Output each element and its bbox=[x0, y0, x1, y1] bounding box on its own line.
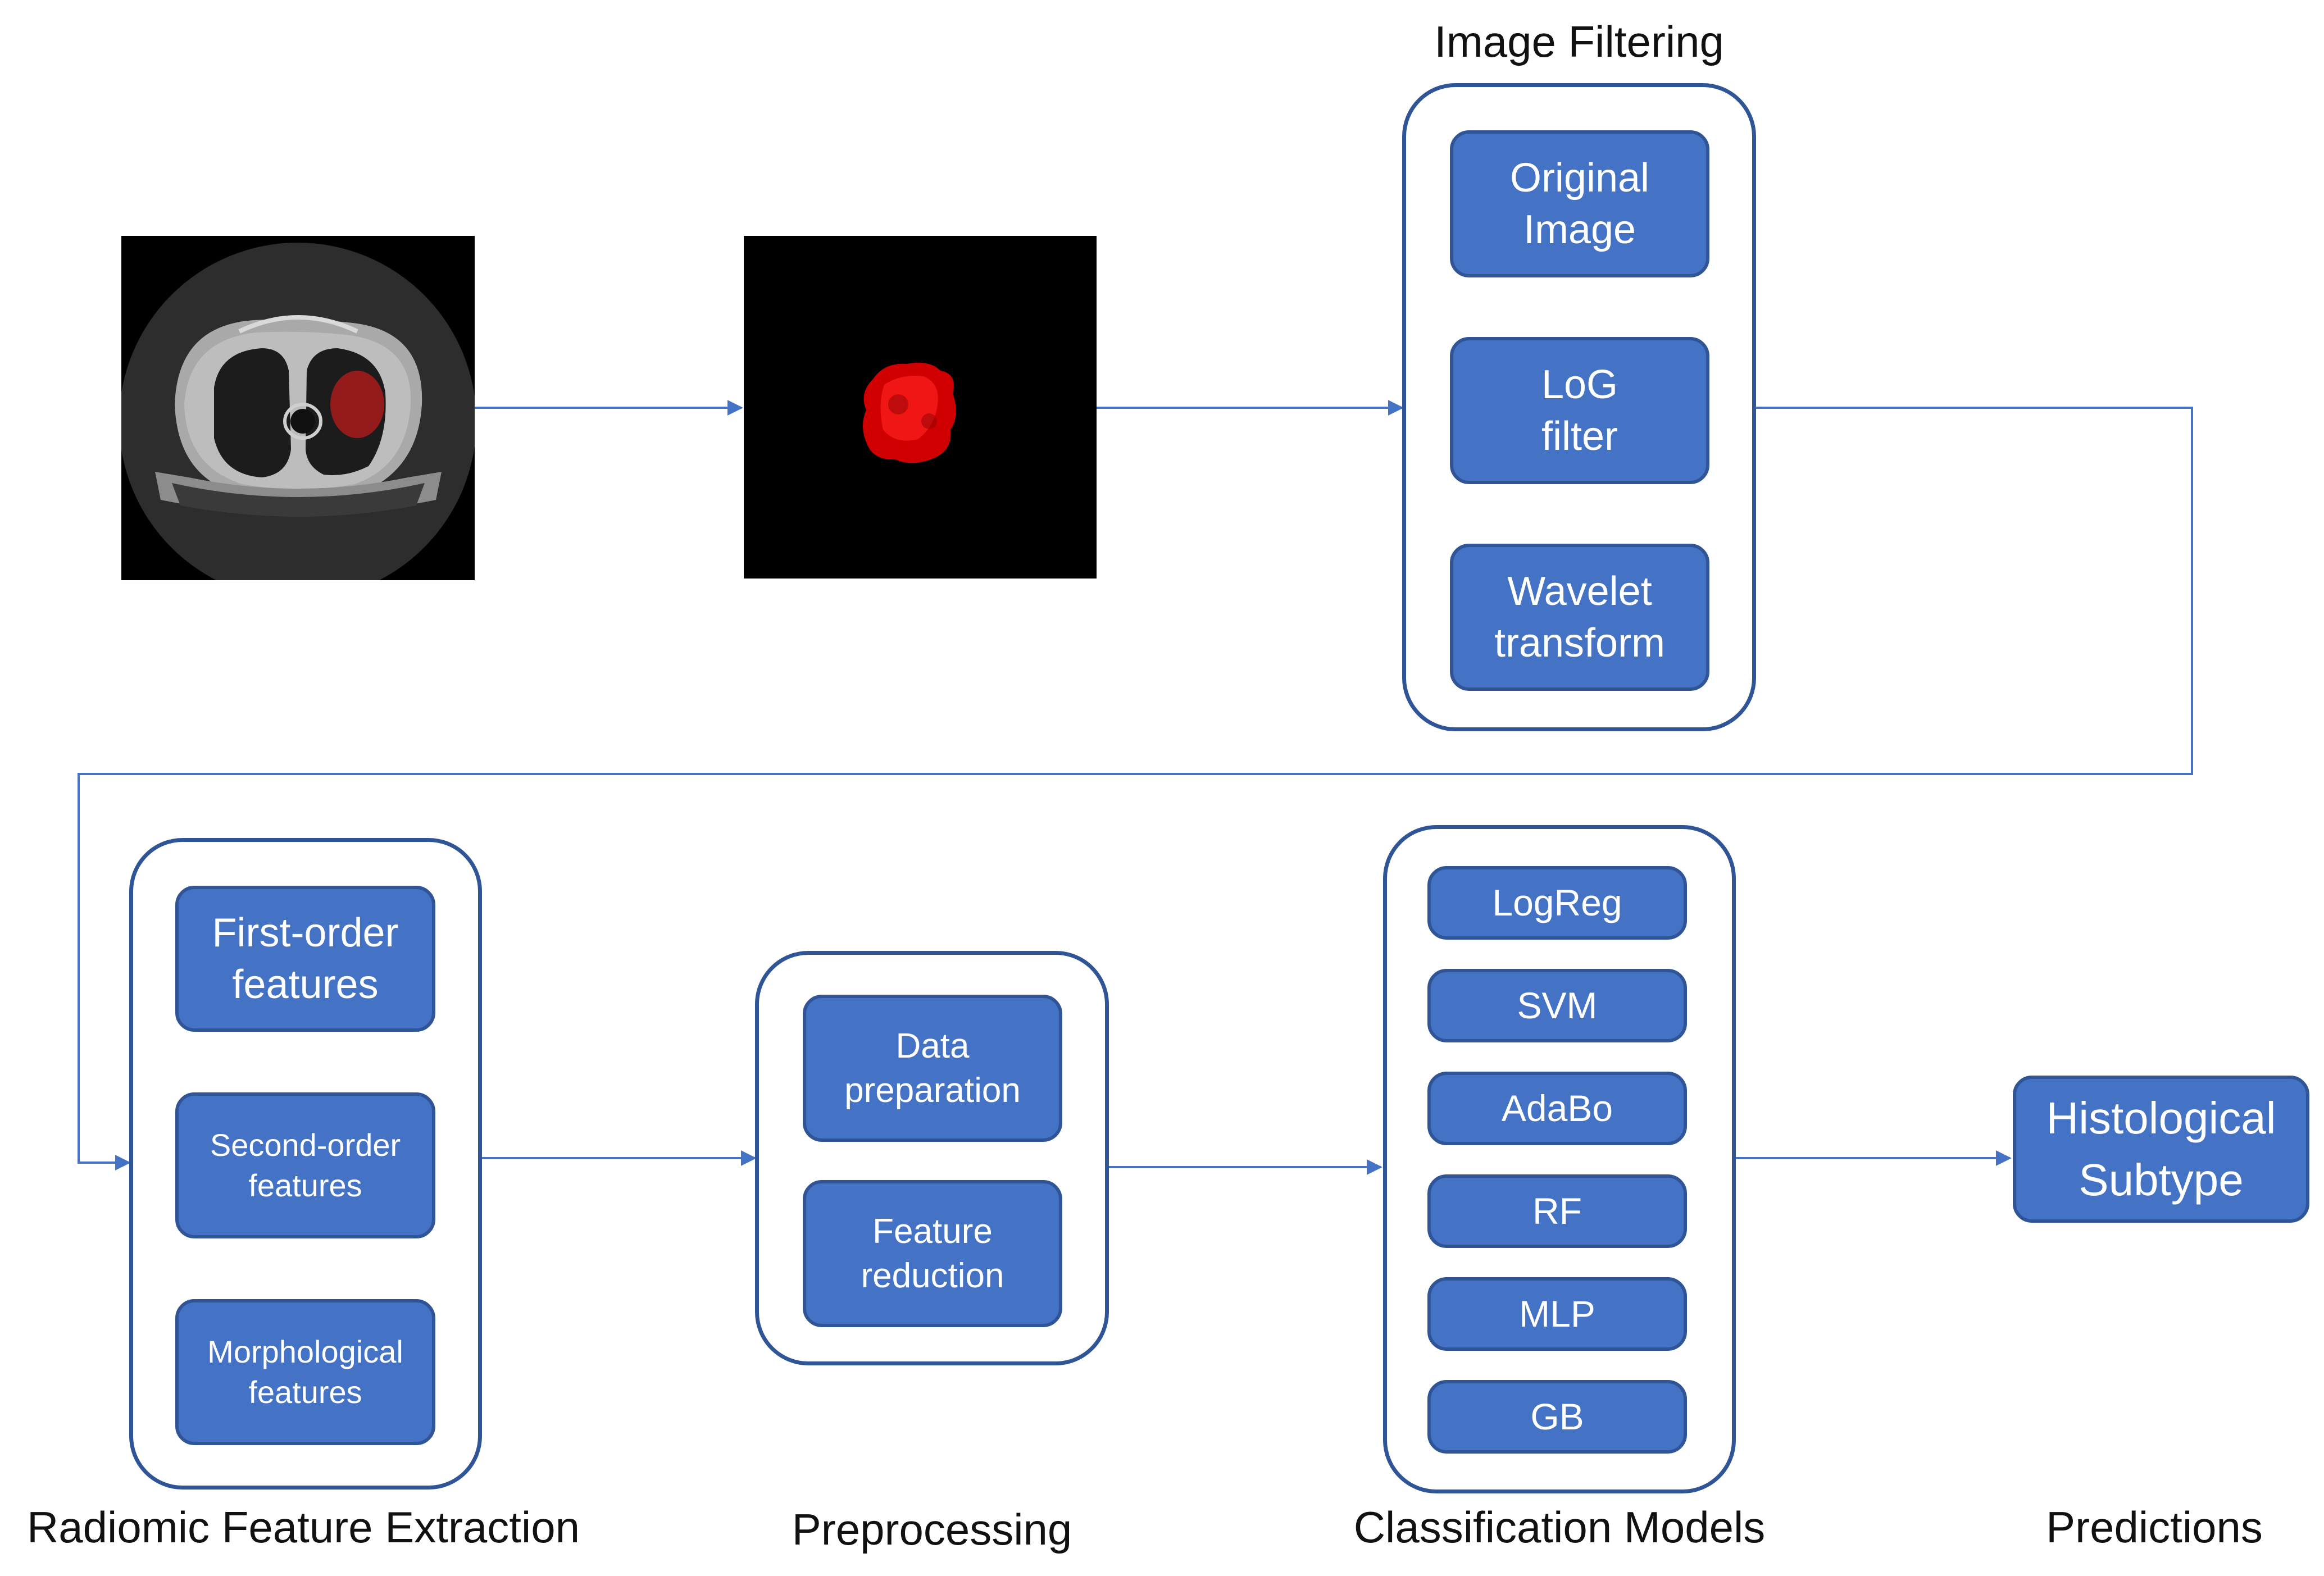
predictions-title: Predictions bbox=[2046, 1502, 2263, 1552]
model-svm-box: SVM bbox=[1427, 969, 1687, 1042]
preprocessing-title: Preprocessing bbox=[792, 1505, 1072, 1554]
morphological-features-box: Morphological features bbox=[175, 1299, 435, 1445]
histological-subtype-box: Histological Subtype bbox=[2013, 1076, 2309, 1223]
classification-models-title: Classification Models bbox=[1353, 1502, 1766, 1552]
model-mlp-box: MLP bbox=[1427, 1277, 1687, 1351]
feature-reduction-box: Feature reduction bbox=[803, 1180, 1062, 1327]
model-gb-box: GB bbox=[1427, 1380, 1687, 1454]
model-logreg-box: LogReg bbox=[1427, 866, 1687, 940]
tumor-highlight bbox=[330, 371, 384, 438]
model-adaboost-box: AdaBo bbox=[1427, 1072, 1687, 1145]
image-filtering-title: Image Filtering bbox=[1434, 17, 1724, 66]
original-image-box: Original Image bbox=[1450, 130, 1709, 277]
tumor-segmentation-image bbox=[744, 236, 1097, 579]
wavelet-transform-box: Wavelet transform bbox=[1450, 544, 1709, 691]
data-preparation-box: Data preparation bbox=[803, 995, 1062, 1142]
model-rf-box: RF bbox=[1427, 1174, 1687, 1248]
log-filter-box: LoG filter bbox=[1450, 337, 1709, 484]
ct-scan-image bbox=[121, 236, 475, 580]
feature-extraction-title: Radiomic Feature Extraction bbox=[26, 1502, 580, 1552]
first-order-features-box: First-order features bbox=[175, 886, 435, 1032]
arrow-filtering-to-extraction bbox=[78, 407, 2193, 1170]
second-order-features-box: Second-order features bbox=[175, 1092, 435, 1238]
